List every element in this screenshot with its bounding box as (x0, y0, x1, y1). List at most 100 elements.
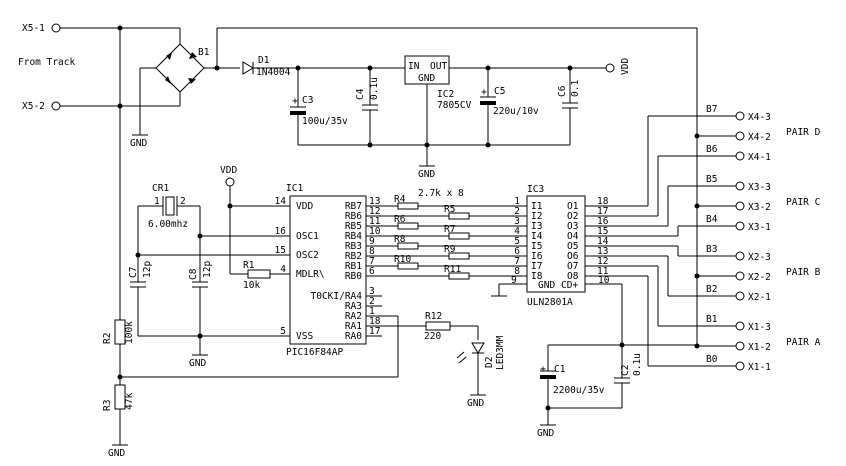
ic1-pinnum-right-5: 8 (369, 246, 375, 257)
ic1-pin-right-6: RB1 (345, 261, 362, 272)
ic2-part: 7805CV (437, 100, 472, 111)
pair-label-2: PAIR B (786, 267, 821, 278)
output-lines: X4-3X4-2X4-1X3-3X3-2X3-1X2-3X2-2X2-1X1-3… (585, 104, 821, 373)
c3-label: C3 (302, 95, 313, 106)
r12-label: R12 (425, 311, 442, 322)
ic1-label: IC1 (286, 183, 303, 194)
ic2-label: IC2 (437, 89, 454, 100)
c8-gnd-label: GND (189, 358, 206, 369)
output-connectors: X4-3X4-2X4-1X3-3X3-2X3-1X2-3X2-2X2-1X1-3… (585, 28, 821, 373)
ic3-part: ULN2801A (527, 297, 573, 308)
bias-divider: R2 100k R3 47k GND (102, 28, 399, 459)
ic3-in-num-4: 5 (514, 236, 520, 247)
ic3-gnd-num: 9 (511, 275, 517, 286)
d2-label: D2 (484, 357, 495, 368)
c4-label: C4 (355, 88, 366, 100)
ic3-out-num-4: 14 (597, 236, 609, 247)
ic3-in-num-2: 3 (514, 216, 520, 227)
ic1-pinnum-left-0: 14 (275, 196, 287, 207)
connector-x2-3: X2-3 (748, 252, 771, 263)
ic1-pin-right-12: RA0 (345, 331, 362, 342)
connector-x3-2: X3-2 (748, 202, 771, 213)
ic3-in-num-5: 6 (514, 246, 520, 257)
pair-label-3: PAIR A (786, 337, 821, 348)
ic3-in-num-0: 1 (514, 196, 520, 207)
ic3-out-num-1: 17 (597, 206, 608, 217)
ic1-pinnum-right-9: 2 (369, 296, 375, 307)
ic3-gnd: GND (538, 280, 555, 291)
ic3-in-3: I4 (531, 231, 543, 242)
cr1-pin1: 1 (154, 196, 160, 207)
diode-d1: D1 1N4004 (242, 55, 405, 78)
ic3-in-num-6: 7 (514, 256, 520, 267)
ic3-in-2: I3 (531, 221, 542, 232)
vdd-r1: VDD R1 10k (220, 165, 283, 291)
ic1-pin-right-8: T0CKI/RA4 (311, 291, 363, 302)
ic3-cd: CD+ (561, 280, 578, 291)
capacitor-c7: C7 12p (128, 255, 153, 336)
r2-value: 100k (124, 321, 135, 344)
connector-x1-1: X1-1 (748, 362, 771, 373)
resistor-r12: R12 220 (382, 311, 479, 342)
ic1-pin-right-1: RB6 (345, 211, 362, 222)
ic1-pin-3: MDLR\ (296, 269, 325, 280)
from-track-label: From Track (18, 57, 75, 68)
ic3-out-5: O6 (567, 251, 579, 262)
ic3-in-4: I5 (531, 241, 542, 252)
cr1-pin2: 2 (180, 196, 186, 207)
connector-x1-3: X1-3 (748, 322, 771, 333)
c7-value: 12p (142, 261, 153, 278)
x5-1-label: X5-1 (22, 23, 45, 34)
ic3-in-1: I2 (531, 211, 542, 222)
connector-x3-1: X3-1 (748, 222, 771, 233)
bit-label-1: B6 (706, 144, 718, 155)
ic1-pin-0: VDD (296, 201, 313, 212)
capacitor-c3: + C3 100u/35v (290, 68, 348, 145)
r-array-label-5: R9 (444, 244, 456, 255)
bit-label-7: B0 (706, 354, 718, 365)
c2-label: C2 (620, 365, 631, 376)
ic3-out-num-3: 15 (597, 226, 608, 237)
ic3-out-4: O5 (567, 241, 578, 252)
r2-label: R2 (102, 333, 113, 344)
ic1-pinnum-right-7: 6 (369, 266, 375, 277)
ic3-cd-num: 10 (598, 275, 610, 286)
ic3-out-num-0: 18 (597, 196, 609, 207)
capacitor-c4: C4 0.1u (355, 68, 380, 145)
ic1-pinnum-right-10: 1 (369, 306, 375, 317)
c7-label: C7 (128, 267, 139, 278)
ic3-out-2: O3 (567, 221, 578, 232)
connector-x2-1: X2-1 (748, 292, 771, 303)
r3-gnd-label: GND (108, 448, 125, 459)
capacitor-c8: C8 12p GND (188, 236, 213, 369)
r-array-label-7: R11 (444, 264, 461, 275)
ic1-pinnum-right-3: 10 (369, 226, 381, 237)
ic1-pin-1: OSC1 (296, 231, 319, 242)
c3-value: 100u/35v (302, 116, 348, 127)
ic3-in-num-1: 2 (514, 206, 520, 217)
regulator-ic2: IN OUT GND GND IC2 7805CV VDD (404, 55, 631, 180)
ic1-part: PIC16F84AP (286, 347, 343, 358)
r-array-value: 2.7k x 8 (418, 188, 464, 199)
bit-label-3: B4 (706, 214, 718, 225)
ic2-gnd-label: GND (418, 169, 435, 180)
ic1-pinnum-left-4: 5 (280, 326, 286, 337)
ic1-pin-2: OSC2 (296, 250, 319, 261)
ic1-pinnum-right-11: 18 (369, 316, 381, 327)
r3-label: R3 (102, 400, 113, 411)
bit-label-4: B3 (706, 244, 717, 255)
c8-value: 12p (202, 261, 213, 278)
ic1-pinnum-right-1: 12 (369, 206, 380, 217)
c1-gnd-label: GND (537, 428, 554, 439)
ic2-gnd: GND (418, 73, 435, 84)
ic3-out-num-2: 16 (597, 216, 609, 227)
ic1-pin-right-4: RB3 (345, 241, 362, 252)
d2-gnd-label: GND (467, 398, 484, 409)
bit-label-2: B5 (706, 174, 717, 185)
svg-text:+: + (481, 87, 487, 98)
capacitor-c5: + C5 220u/10v (480, 68, 539, 145)
